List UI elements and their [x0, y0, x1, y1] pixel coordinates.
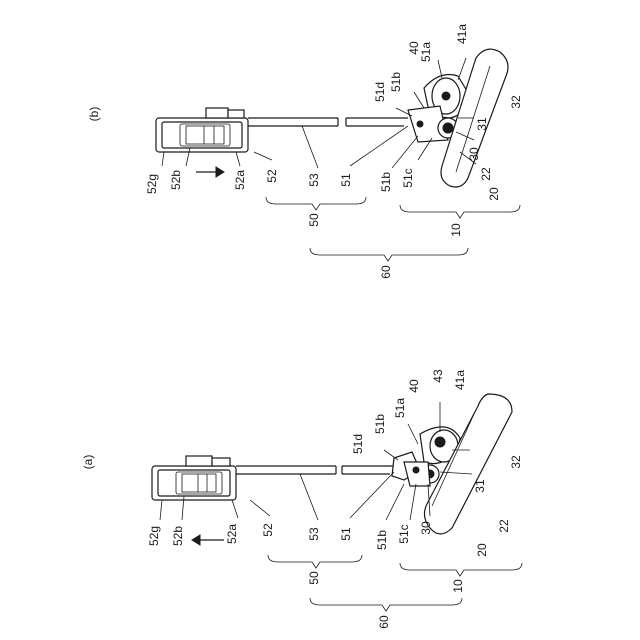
label-51c: 51c	[401, 168, 415, 187]
label-52a: 52a	[225, 524, 239, 544]
label-53: 53	[307, 527, 321, 541]
direction-arrow-up	[192, 535, 224, 545]
label-50: 50	[307, 571, 321, 585]
label-31: 31	[473, 479, 487, 493]
panel-b: (b)	[87, 24, 523, 279]
label-31: 31	[475, 117, 489, 131]
handle-52	[152, 456, 236, 500]
label-51: 51	[339, 527, 353, 541]
label-60: 60	[377, 615, 391, 629]
label-52a: 52a	[233, 170, 247, 190]
label-32: 32	[509, 95, 523, 109]
shaft-53	[236, 466, 394, 474]
pad-20	[424, 394, 512, 534]
bracket-60	[310, 598, 462, 611]
label-52g: 52g	[147, 526, 161, 546]
label-51b-bottom: 51b	[379, 172, 393, 192]
direction-arrow-down	[196, 167, 224, 177]
label-51a: 51a	[393, 398, 407, 418]
label-51b-bottom: 51b	[375, 530, 389, 550]
label-51c: 51c	[397, 524, 411, 543]
label-22: 22	[479, 167, 493, 181]
label-51d: 51d	[373, 82, 387, 102]
bracket-60	[310, 248, 468, 261]
label-60: 60	[379, 265, 393, 279]
label-41a: 41a	[455, 24, 469, 44]
label-51b-top: 51b	[373, 414, 387, 434]
label-20: 20	[487, 187, 501, 201]
label-52b: 52b	[169, 170, 183, 190]
label-52: 52	[261, 523, 275, 537]
handle-52	[156, 108, 248, 152]
label-52g: 52g	[145, 174, 159, 194]
label-10: 10	[449, 223, 463, 237]
panel-b-label: (b)	[87, 107, 101, 122]
label-43: 43	[431, 369, 445, 383]
label-51d: 51d	[351, 434, 365, 454]
bracket-50	[268, 555, 362, 568]
label-32: 32	[509, 455, 523, 469]
label-40: 40	[407, 379, 421, 393]
label-22: 22	[497, 519, 511, 533]
bracket-50	[266, 197, 366, 210]
label-30: 30	[419, 521, 433, 535]
label-52b: 52b	[171, 526, 185, 546]
label-53: 53	[307, 173, 321, 187]
label-41a: 41a	[453, 370, 467, 390]
label-50: 50	[307, 213, 321, 227]
panel-a-label: (a)	[81, 455, 95, 470]
shaft-53	[248, 118, 408, 126]
label-51: 51	[339, 173, 353, 187]
label-51a: 51a	[419, 42, 433, 62]
label-51b-top: 51b	[389, 72, 403, 92]
label-30: 30	[467, 147, 481, 161]
bracket-10	[400, 563, 522, 576]
label-52: 52	[265, 169, 279, 183]
panel-a: (a)	[81, 369, 523, 629]
bracket-10	[400, 205, 520, 218]
label-10: 10	[451, 579, 465, 593]
label-20: 20	[475, 543, 489, 557]
